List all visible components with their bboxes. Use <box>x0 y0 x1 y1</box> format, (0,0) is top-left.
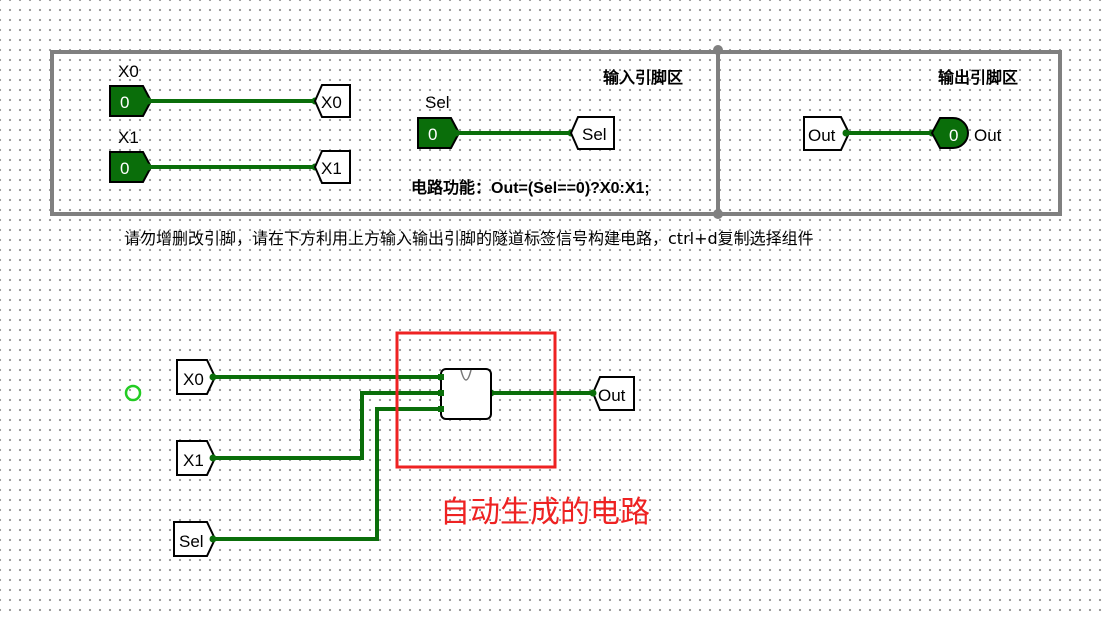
pin-sel-value: 0 <box>428 125 437 144</box>
divider-joint-top <box>713 45 723 55</box>
generated-component[interactable] <box>438 368 492 420</box>
tunnel-x1-top-label: X1 <box>321 159 342 178</box>
wire-end-dot <box>842 129 850 137</box>
pin-region-frame <box>50 50 1062 216</box>
tunnel-out-top[interactable]: Out <box>803 116 851 151</box>
pin-x0-label: X0 <box>118 62 139 81</box>
tunnel-x0-bottom[interactable]: X0 <box>176 359 217 395</box>
tunnel-sel-top-label: Sel <box>582 125 607 144</box>
output-pin-out[interactable]: 0 <box>930 117 969 149</box>
wire-end-dot <box>144 163 152 171</box>
tunnel-out-bottom[interactable]: Out <box>591 376 635 411</box>
divider-joint-bottom <box>713 209 723 219</box>
tunnel-sel-top[interactable]: Sel <box>569 116 615 150</box>
wire-end-dot <box>209 535 217 543</box>
tunnel-x0-top-label: X0 <box>321 93 342 112</box>
wire-end-dot <box>589 389 597 397</box>
tunnel-sel-bottom[interactable]: Sel <box>173 521 217 557</box>
wire-x1-to-mux <box>213 391 441 460</box>
wire-end-dot <box>209 373 217 381</box>
probe-ring[interactable] <box>124 384 142 402</box>
tunnel-x1-bottom[interactable]: X1 <box>176 440 217 476</box>
instruction-text: 请勿增删改引脚，请在下方利用上方输入输出引脚的隧道标签信号构建电路，ctrl+d… <box>124 229 814 248</box>
wire-sel-to-mux <box>213 407 441 541</box>
input-pin-sel[interactable]: 0 <box>417 117 461 149</box>
circuit-function-text: 电路功能：Out=(Sel==0)?X0:X1; <box>411 178 650 197</box>
input-pin-x0[interactable]: 0 <box>109 85 153 117</box>
input-pin-x1[interactable]: 0 <box>109 151 153 183</box>
tunnel-out-top-label: Out <box>808 126 836 145</box>
output-region-title: 输出引脚区 <box>938 68 1018 87</box>
tunnel-x1-top[interactable]: X1 <box>313 150 351 184</box>
tunnel-out-bottom-label: Out <box>598 386 626 405</box>
pin-sel-label: Sel <box>425 93 450 112</box>
tunnel-sel-bottom-label: Sel <box>179 532 204 551</box>
pin-x1-value: 0 <box>120 159 129 178</box>
output-pin-value: 0 <box>949 126 958 145</box>
wire-end-dot <box>144 97 152 105</box>
generated-circuit-highlight <box>395 331 557 469</box>
wire-end-dot <box>209 454 217 462</box>
wire-end-dot <box>452 129 460 137</box>
tunnel-x0-top[interactable]: X0 <box>313 84 351 118</box>
input-region-title: 输入引脚区 <box>603 68 683 87</box>
tunnel-x0-bottom-label: X0 <box>183 370 204 389</box>
output-pin-label: Out <box>974 126 1002 145</box>
tunnel-x1-bottom-label: X1 <box>183 451 204 470</box>
pin-x1-label: X1 <box>118 128 139 147</box>
generated-circuit-label: 自动生成的电路 <box>440 495 650 530</box>
pin-x0-value: 0 <box>120 93 129 112</box>
